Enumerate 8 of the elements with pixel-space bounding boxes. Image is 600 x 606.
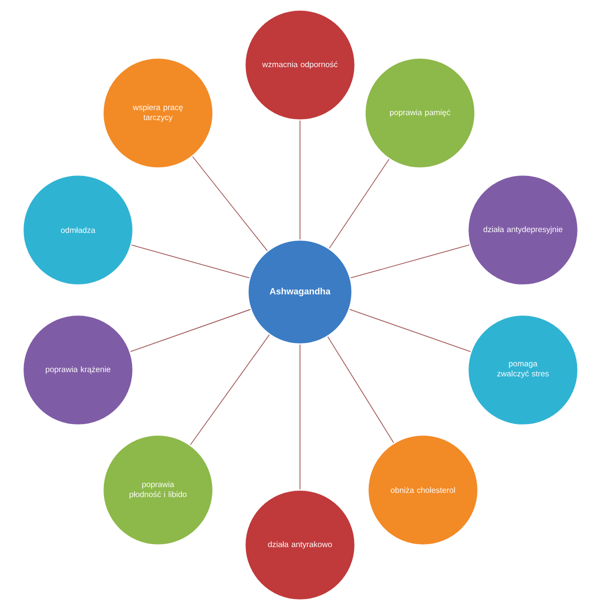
connector-line [327, 336, 394, 444]
connector-line [328, 158, 390, 249]
connector-line [130, 309, 251, 352]
connector-line [192, 156, 268, 252]
connector-line [131, 244, 250, 278]
connector-line [350, 244, 470, 278]
connector-line [190, 334, 270, 446]
connector-line [349, 308, 471, 352]
